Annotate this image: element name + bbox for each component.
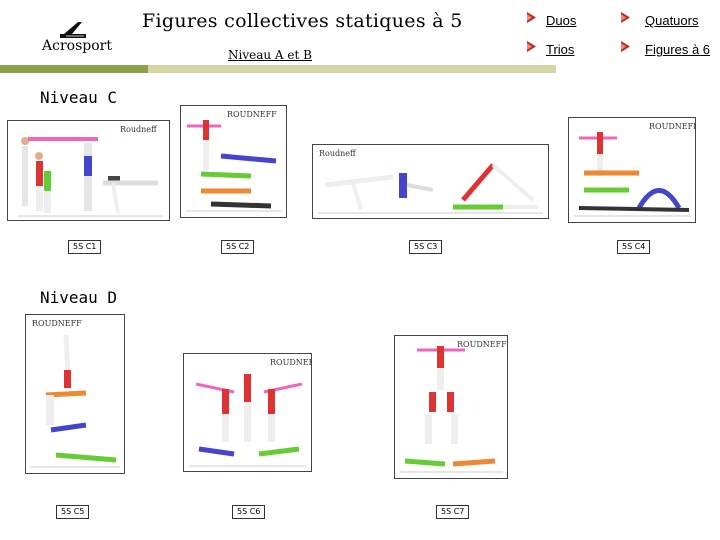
red-arrow-bullet-icon <box>621 12 630 23</box>
header-band-dark <box>0 65 148 73</box>
figure-caption-5s-c7[interactable]: 5S C7 <box>436 505 470 519</box>
acrobat-figure-illustration <box>31 334 120 468</box>
figure-caption-5s-c3[interactable]: 5S C3 <box>409 240 443 254</box>
acrosport-logo-icon <box>60 22 86 38</box>
brand-name: Acrosport <box>42 38 112 54</box>
nav-link-trios[interactable]: Trios <box>546 42 575 57</box>
watermark: Roudneff <box>120 125 157 134</box>
watermark: ROUDNEFF <box>227 110 277 119</box>
figure-card-5s-c3[interactable]: Roudneff <box>312 144 549 219</box>
red-arrow-bullet-icon <box>527 12 536 23</box>
figure-card-5s-c5[interactable]: ROUDNEFF <box>25 314 125 474</box>
figure-caption-5s-c5[interactable]: 5S C5 <box>56 505 90 519</box>
watermark: Roudneff <box>319 149 356 158</box>
figure-caption-5s-c2[interactable]: 5S C2 <box>221 240 255 254</box>
nav-link-figures-a-6[interactable]: Figures à 6 <box>645 42 711 57</box>
header-band <box>0 65 556 73</box>
nav-link-quatuors[interactable]: Quatuors <box>645 13 699 28</box>
acrobat-figure-illustration <box>318 163 543 214</box>
watermark: ROUDNEFF <box>649 122 696 131</box>
level-ab-link[interactable]: Niveau A et B <box>228 48 312 62</box>
page-title: Figures collectives statiques à 5 <box>142 10 463 32</box>
figure-card-5s-c2[interactable]: ROUDNEFF <box>180 105 287 218</box>
acrobat-figure-illustration <box>400 346 503 473</box>
figure-caption-5s-c6[interactable]: 5S C6 <box>232 505 266 519</box>
figure-card-5s-c6[interactable]: ROUDNEFF <box>183 353 312 472</box>
figure-card-5s-c4[interactable]: ROUDNEFF <box>568 117 696 223</box>
nav-link-duos[interactable]: Duos <box>546 13 577 28</box>
watermark: ROUDNEFF <box>32 319 82 328</box>
acrobat-figure-illustration <box>574 132 691 217</box>
acrobat-figure-illustration <box>186 120 281 212</box>
figure-card-5s-c1[interactable]: Roudneff <box>7 120 170 221</box>
figure-caption-5s-c1[interactable]: 5S C1 <box>68 240 102 254</box>
acrobat-figure-illustration <box>189 374 306 467</box>
watermark: ROUDNEFF <box>457 340 507 349</box>
section-heading-niveau-d: Niveau D <box>40 288 118 307</box>
acrobat-figure-illustration <box>18 137 163 217</box>
figure-card-5s-c7[interactable]: ROUDNEFF <box>394 335 508 479</box>
red-arrow-bullet-icon <box>621 41 630 52</box>
red-arrow-bullet-icon <box>527 41 536 52</box>
figure-caption-5s-c4[interactable]: 5S C4 <box>617 240 651 254</box>
watermark: ROUDNEFF <box>270 358 311 367</box>
section-heading-niveau-c: Niveau C <box>40 88 118 107</box>
header-band-light <box>148 65 556 73</box>
